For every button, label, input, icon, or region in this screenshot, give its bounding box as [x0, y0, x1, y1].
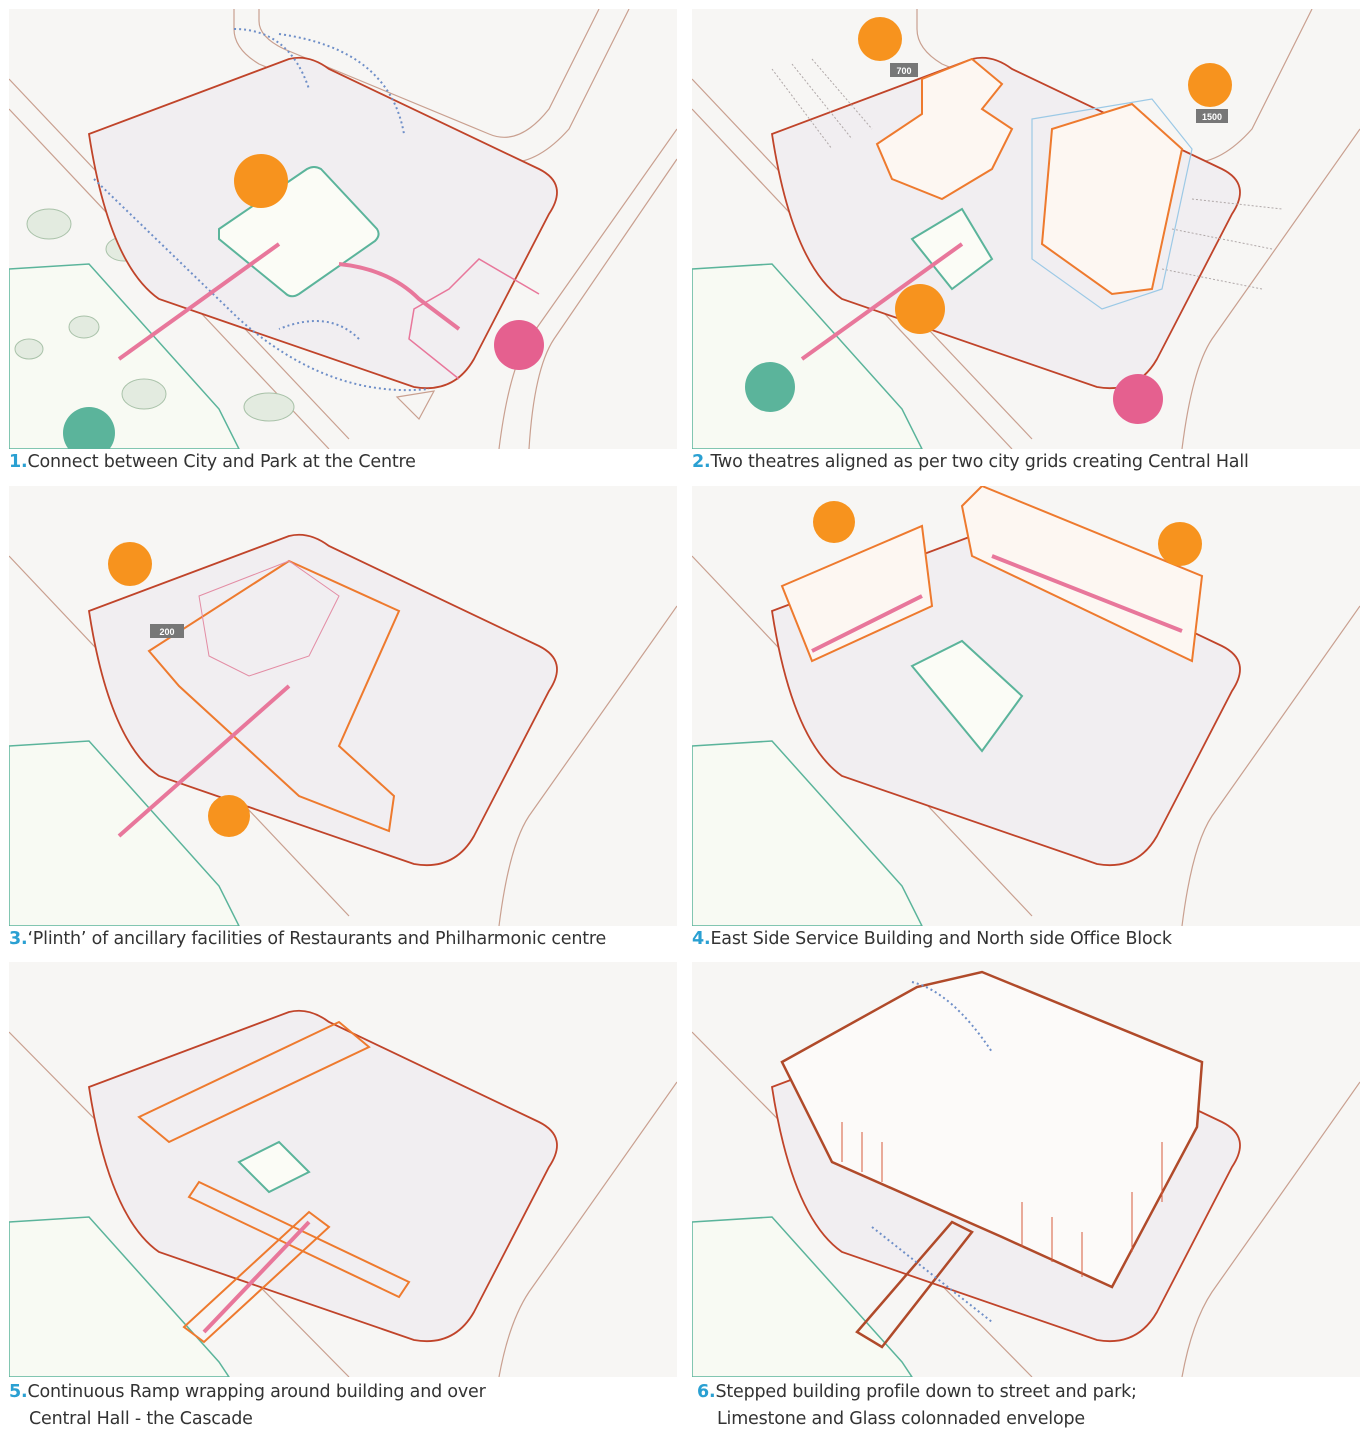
caption-text: East Side Service Building and North sid…	[710, 929, 1172, 949]
caption-text: Central Hall - the Cascade	[29, 1409, 253, 1429]
capacity-badge-700: 700	[896, 66, 911, 76]
panel-3: 200 3.‘Plinth’ of ancillary facilities o…	[9, 486, 677, 949]
diagram-3: 200	[9, 486, 677, 926]
caption-5: 5.Continuous Ramp wrapping around buildi…	[9, 1379, 486, 1406]
panel-4: 4.East Side Service Building and North s…	[692, 486, 1360, 949]
panel-5: 5.Continuous Ramp wrapping around buildi…	[9, 962, 677, 1429]
caption-5-line-2: Central Hall - the Cascade	[9, 1406, 253, 1433]
caption-text: ‘Plinth’ of ancillary facilities of Rest…	[27, 929, 607, 949]
caption-6: 6.Stepped building profile down to stree…	[697, 1379, 1137, 1406]
caption-number: 1.	[9, 452, 28, 472]
capacity-badge-1500: 1500	[1202, 112, 1222, 122]
caption-4: 4.East Side Service Building and North s…	[692, 926, 1172, 953]
people-icon	[234, 154, 288, 208]
diagram-1	[9, 9, 677, 449]
capacity-badge-200: 200	[159, 627, 174, 637]
lectern-icon	[813, 501, 855, 543]
caption-text: Limestone and Glass colonnaded envelope	[717, 1409, 1085, 1429]
caption-1: 1.Connect between City and Park at the C…	[9, 449, 416, 476]
diagram-4	[692, 486, 1360, 926]
office-phone-icon	[1158, 522, 1202, 566]
caption-3: 3.‘Plinth’ of ancillary facilities of Re…	[9, 926, 606, 953]
diagram-2: 700 1500	[692, 9, 1360, 449]
diagram-5	[9, 962, 677, 1377]
diagram-6	[692, 962, 1360, 1377]
city-buildings-icon	[1113, 374, 1163, 424]
caption-number: 4.	[692, 929, 711, 949]
city-buildings-icon	[494, 320, 544, 370]
restaurant-plate-icon	[208, 795, 250, 837]
caption-text: Stepped building profile down to street …	[715, 1382, 1137, 1402]
audience-icon	[108, 542, 152, 586]
caption-number: 2.	[692, 452, 711, 472]
caption-number: 6.	[697, 1382, 716, 1402]
theatre-masks-icon	[858, 17, 902, 61]
people-icon	[895, 284, 945, 334]
panel-2: 700 1500 2.Two theatres aligned as per t…	[692, 9, 1360, 472]
caption-6-line-2: Limestone and Glass colonnaded envelope	[697, 1406, 1085, 1433]
caption-number: 5.	[9, 1382, 28, 1402]
caption-2: 2.Two theatres aligned as per two city g…	[692, 449, 1249, 476]
caption-text: Continuous Ramp wrapping around building…	[27, 1382, 486, 1402]
panel-6: 6.Stepped building profile down to stree…	[692, 962, 1360, 1429]
panel-1: 1.Connect between City and Park at the C…	[9, 9, 677, 472]
caption-number: 3.	[9, 929, 28, 949]
caption-text: Connect between City and Park at the Cen…	[27, 452, 416, 472]
park-tree-icon	[745, 362, 795, 412]
park-tree-icon	[63, 407, 115, 449]
caption-text: Two theatres aligned as per two city gri…	[710, 452, 1249, 472]
violin-icon	[1188, 63, 1232, 107]
